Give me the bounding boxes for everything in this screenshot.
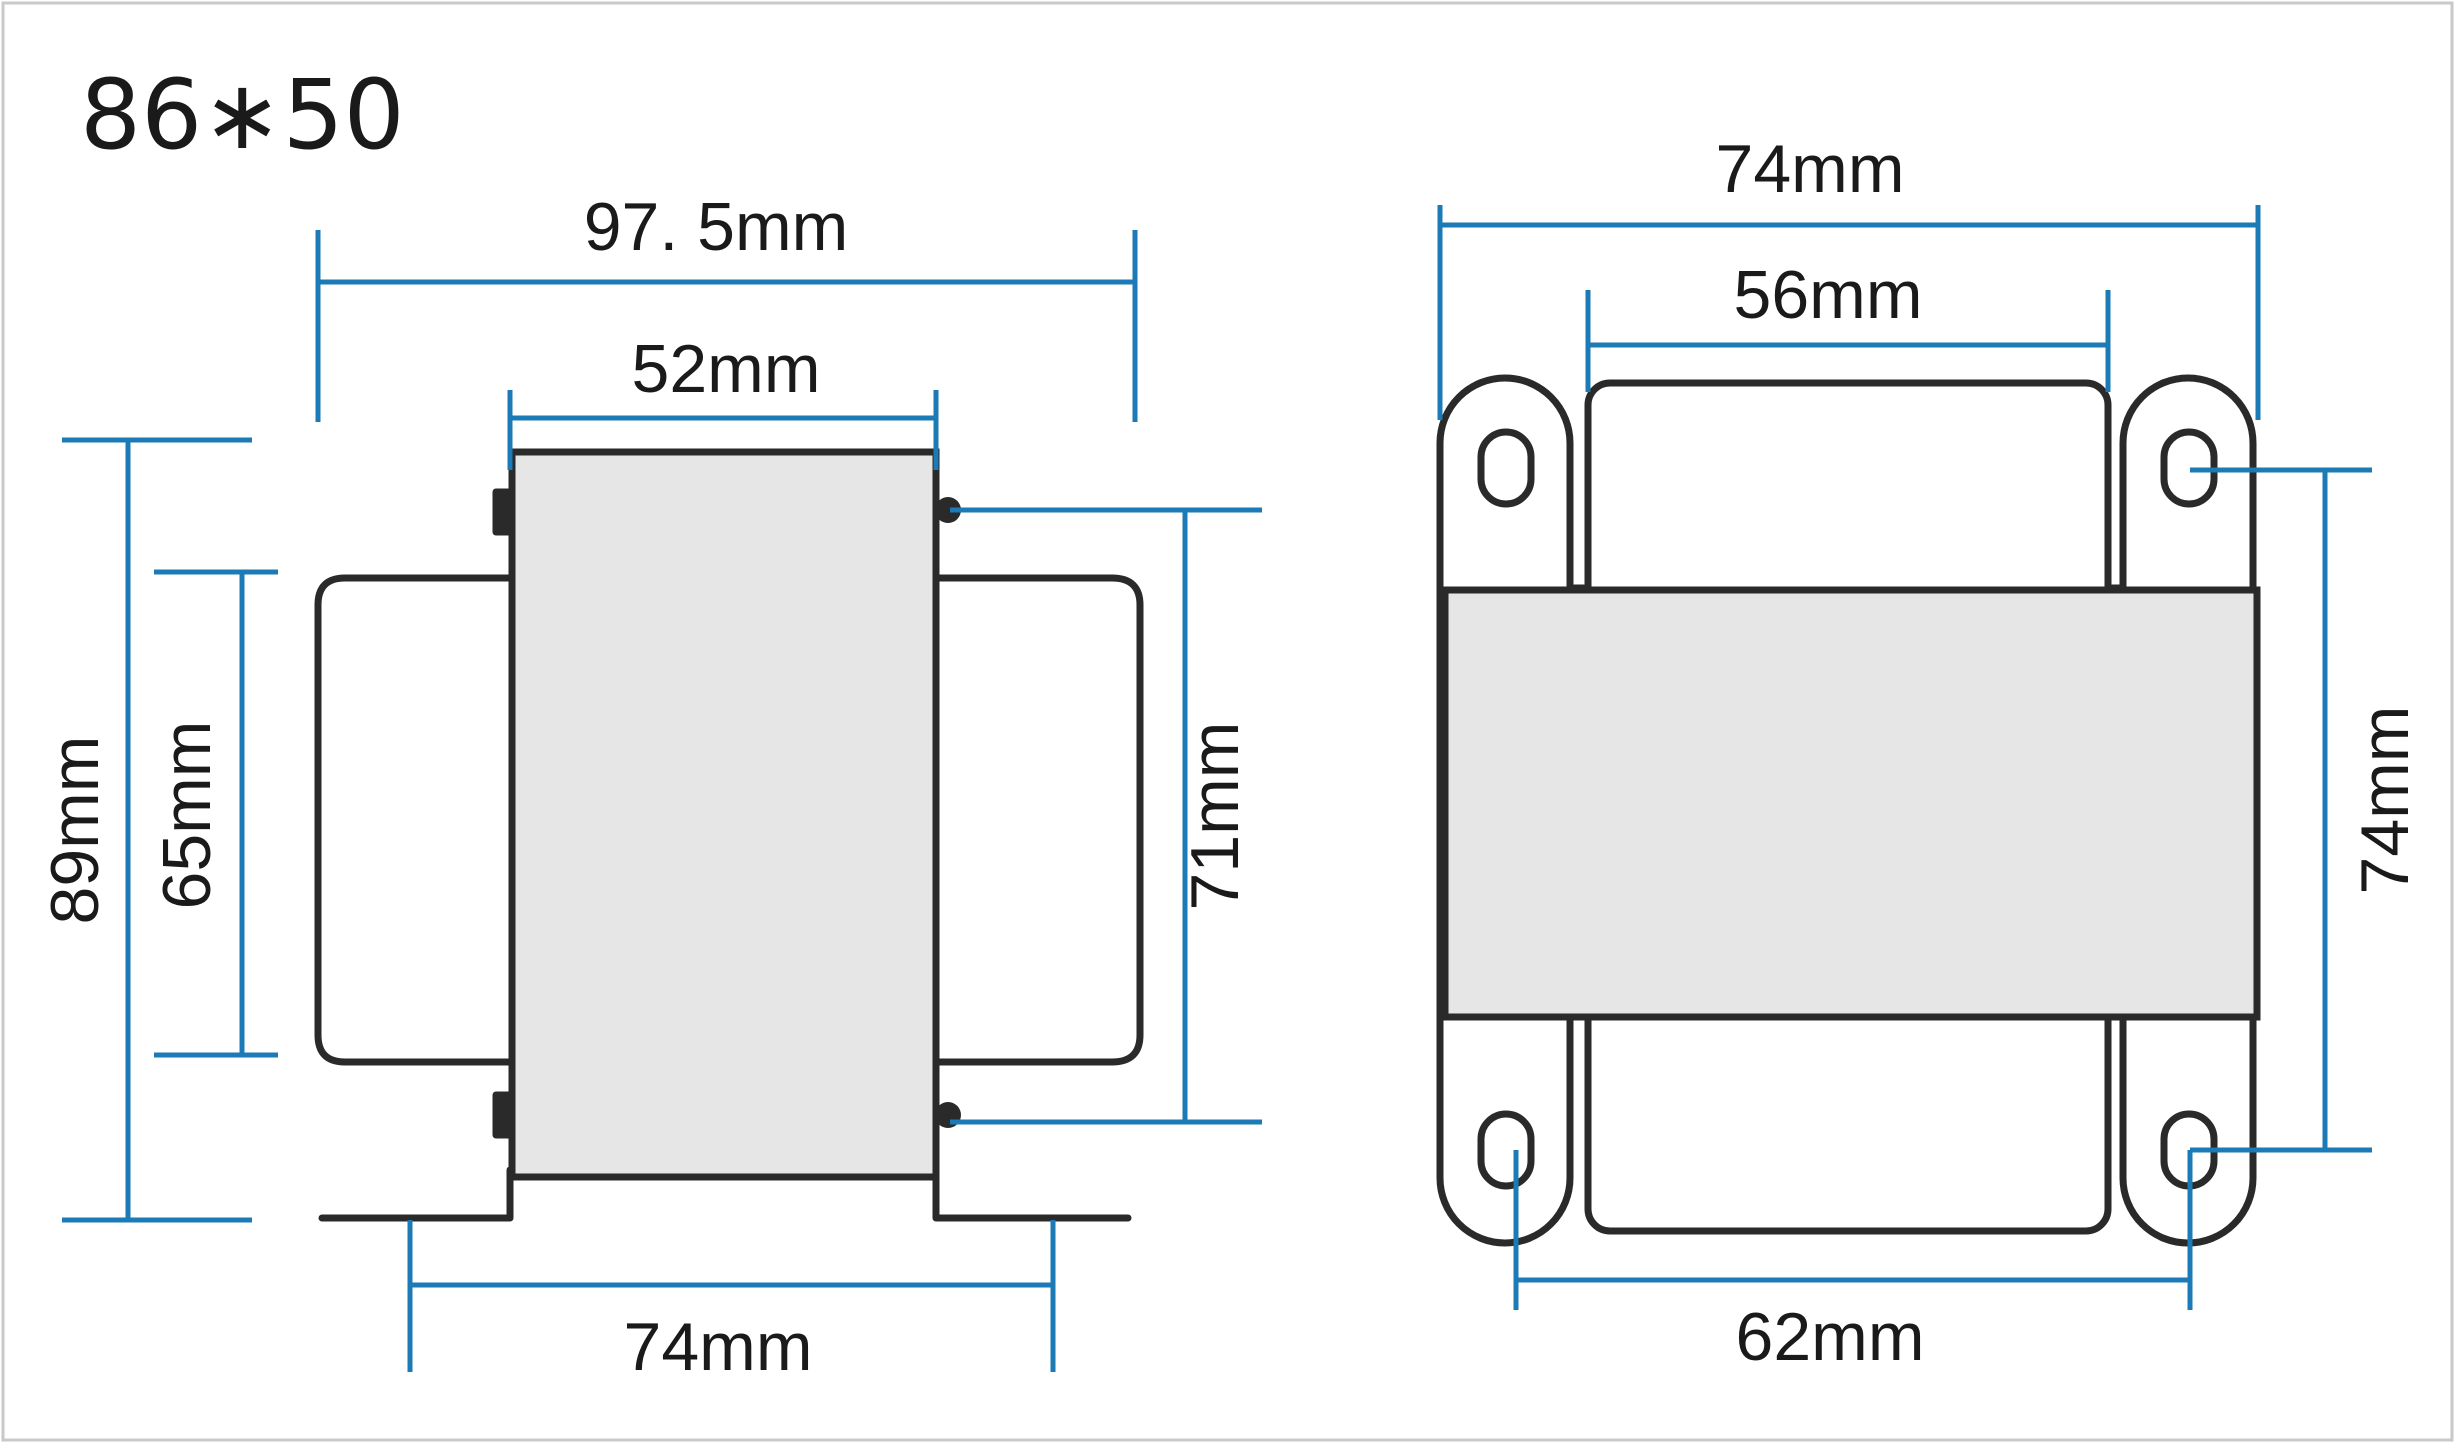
base-plate-left [318, 1166, 514, 1222]
coil-left-outline [314, 574, 512, 1066]
label-bobbin-width: 56mm [1734, 257, 1923, 333]
label-coil-height: 65mm [149, 721, 225, 910]
label-overall-height: 89mm [37, 736, 113, 925]
label-core-width: 52mm [632, 331, 821, 407]
terminal-tab-bottom-left [492, 1091, 514, 1139]
coil-right-outline [932, 574, 1144, 1066]
front-view: 97. 5mm 52mm 89mm 65mm 71mm 74mm [37, 189, 1262, 1385]
core-lamination-stack [508, 448, 940, 1181]
terminal-tab-top-left [492, 488, 514, 536]
label-overall-width: 97. 5mm [584, 189, 849, 265]
model-title: 86∗50 [80, 59, 405, 171]
label-top-overall-width: 74mm [1716, 131, 1905, 207]
label-hole-horizontal: 62mm [1736, 1299, 1925, 1375]
label-mount-spacing: 74mm [624, 1309, 813, 1385]
label-hole-vertical: 74mm [2347, 706, 2423, 895]
base-plate-right [932, 1166, 1132, 1222]
core-band [1441, 586, 2261, 1021]
top-view: 74mm 56mm 74mm 62mm [1436, 131, 2423, 1375]
label-terminal-spacing: 71mm [1177, 722, 1253, 911]
mount-hole-bottom-left [1477, 1110, 1535, 1190]
mount-hole-top-left [1477, 428, 1535, 508]
terminal-stud-top-right [935, 497, 961, 523]
